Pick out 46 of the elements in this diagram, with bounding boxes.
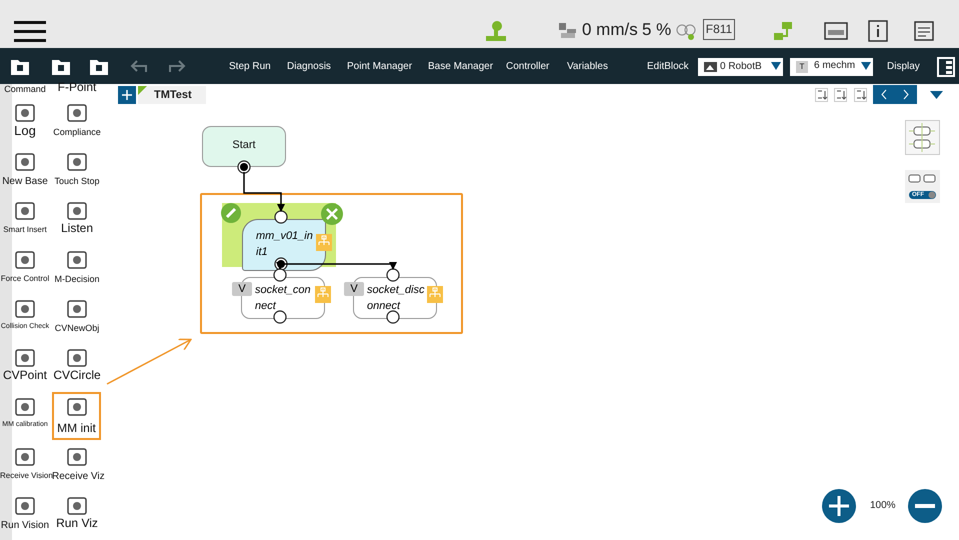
node-label: socket_connect <box>255 283 312 314</box>
palette-item-label: New Base <box>1 175 49 188</box>
toolbar-menu-item: EditBlock <box>647 61 689 72</box>
speed-value: 0 mm/s <box>582 20 638 40</box>
palette-item-label: F-Point <box>56 80 98 95</box>
toolbar-menu-item: Diagnosis <box>287 61 331 72</box>
palette-item-label: Receive Vision <box>0 470 50 481</box>
selection-frame <box>200 193 463 334</box>
variable-badge: V <box>344 282 364 296</box>
node-label: mm_v01_init1 <box>256 229 314 260</box>
start-node <box>202 126 286 167</box>
project-tab: TMTest <box>138 86 206 104</box>
connector-arrow <box>243 172 285 212</box>
palette-item-label: Compliance <box>52 126 102 138</box>
palette-item-label: CVNewObj <box>54 322 100 334</box>
node-label: Start <box>231 139 257 151</box>
palette-item-label: CVPoint <box>2 368 48 383</box>
toolbar-menu-item: Controller <box>506 61 550 72</box>
toolbar-menu-item: Variables <box>567 61 608 72</box>
palette-item-label: Listen <box>60 221 94 236</box>
speed-percent: 5 % <box>642 20 672 40</box>
palette-item-label: Receive Viz <box>52 470 102 483</box>
dropdown-value: 6 mechm <box>814 60 856 71</box>
palette-item-label: CVCircle <box>52 368 102 383</box>
palette-item-label: Smart Insert <box>2 224 48 235</box>
mode-indicator: F811 <box>703 19 735 40</box>
connector-arrow <box>282 262 397 270</box>
palette-item-label: Log <box>13 123 37 139</box>
mm-init-button <box>52 392 101 440</box>
tool-badge: T <box>796 61 808 73</box>
toolbar-menu-item: Base Manager <box>428 61 494 72</box>
palette-item-label: Force Control <box>0 273 50 284</box>
palette-item-label: Touch Stop <box>53 175 101 187</box>
connector-arrow <box>106 338 192 385</box>
zoom-level: 100% <box>870 500 896 511</box>
palette-item-label: Run Viz <box>55 516 99 531</box>
node-label: MM init <box>56 421 97 435</box>
node-label: socket_disconnect <box>367 283 425 314</box>
toolbar-menu-item: Display <box>887 61 920 72</box>
connector-arrow <box>276 262 284 270</box>
variable-badge: V <box>232 282 252 296</box>
palette-item-label: M-Decision <box>53 273 100 285</box>
palette-item-label: Command <box>3 83 47 95</box>
toolbar-menu-item: Point Manager <box>347 61 412 72</box>
palette-item-label: Run Vision <box>0 519 50 532</box>
toolbar-menu-item: Step Run <box>229 61 271 72</box>
